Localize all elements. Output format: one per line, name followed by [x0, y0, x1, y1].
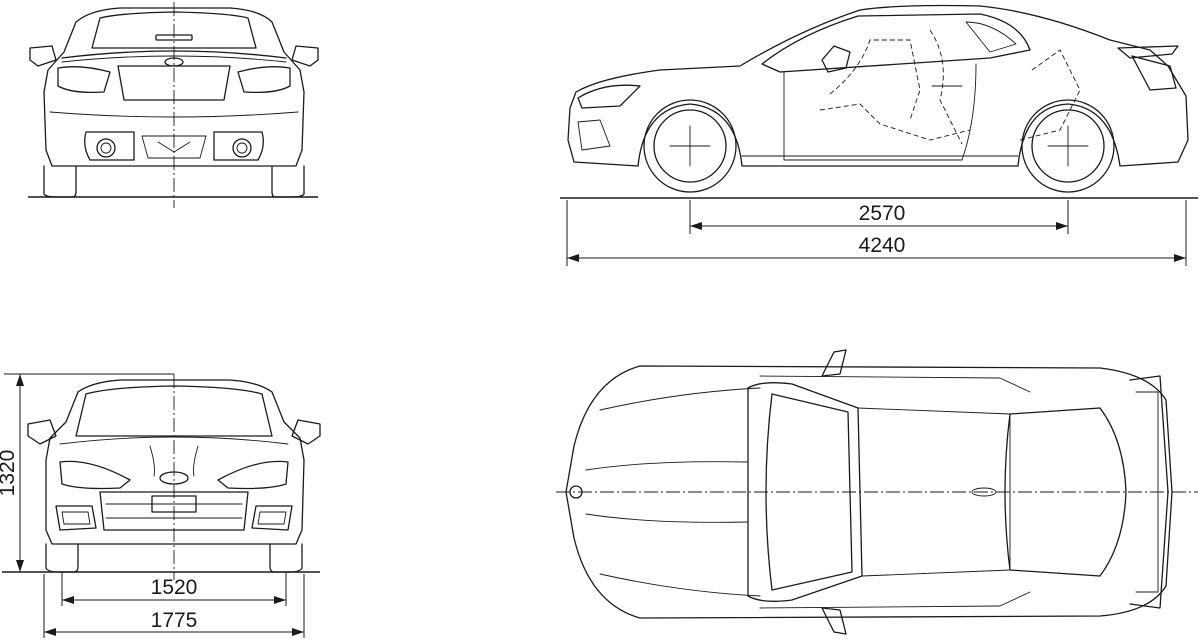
- wheelbase-dimension: 2570: [690, 202, 1068, 230]
- rear-view-drawing: [28, 2, 319, 208]
- height-dimension: 1320: [0, 373, 174, 572]
- overall-width-dimension: 1775: [43, 574, 305, 638]
- wheelbase-label: 2570: [859, 202, 906, 225]
- overall-length-label: 4240: [859, 234, 906, 257]
- overall-length-dimension: 4240: [567, 234, 1186, 262]
- track-label: 1520: [151, 576, 198, 599]
- front-view-drawing: [2, 374, 321, 580]
- top-view-drawing: [556, 349, 1198, 635]
- side-view-drawing: [560, 4, 1198, 266]
- height-label: 1320: [0, 450, 19, 497]
- overall-width-label: 1775: [151, 609, 198, 632]
- track-dimension: 1520: [61, 572, 287, 606]
